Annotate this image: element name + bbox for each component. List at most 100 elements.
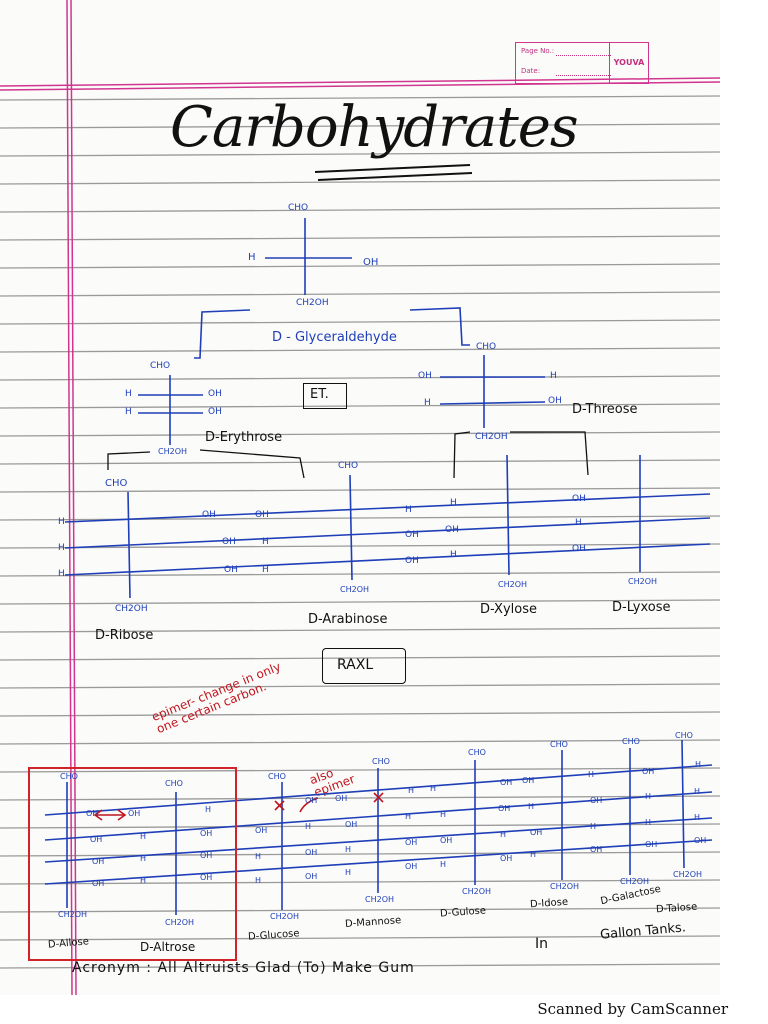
gulose-row3-right: H xyxy=(500,830,507,839)
erythrose-row1-left: H xyxy=(125,389,132,399)
date-label: Date: xyxy=(521,67,541,75)
glyceraldehyde-structure xyxy=(194,218,470,359)
altrose-row3-left: H xyxy=(140,854,147,863)
idose-row2-left: H xyxy=(528,802,535,811)
erythrose-structure xyxy=(107,375,305,479)
mannose-row4-left: H xyxy=(345,868,352,877)
erythrose-top: CHO xyxy=(150,361,171,371)
talose-top: CHO xyxy=(675,731,693,740)
altrose-row2-right: OH xyxy=(200,829,213,838)
mannose-row1-right: H xyxy=(408,786,415,795)
hexose-structures xyxy=(44,739,713,915)
glyceraldehyde-bottom: CH2OH xyxy=(296,298,329,308)
threose-bottom: CH2OH xyxy=(475,432,508,442)
ribose-row2-right: OH xyxy=(222,537,236,547)
threose-top: CHO xyxy=(476,342,497,352)
lyxose-name: D-Lyxose xyxy=(612,600,671,615)
xylose-row3-right: OH xyxy=(572,544,586,554)
altrose-top: CHO xyxy=(165,779,183,788)
altrose-row4-left: H xyxy=(140,876,147,885)
erythrose-row2-left: H xyxy=(125,407,132,417)
glucose-row2-left: OH xyxy=(255,826,268,835)
xylose-row1-right: OH xyxy=(572,494,586,504)
arabinose-row3-left: H xyxy=(262,565,269,575)
erythrose-row1-right: OH xyxy=(208,389,222,399)
ribose-row1-right: OH xyxy=(202,510,216,520)
ribose-name: D-Ribose xyxy=(95,628,154,643)
idose-row1-left: OH xyxy=(522,776,535,785)
idose-row3-left: OH xyxy=(530,828,543,837)
talose-row4-right: OH xyxy=(694,836,707,845)
mannose-row2-right: H xyxy=(405,812,412,821)
xylose-name: D-Xylose xyxy=(480,602,537,617)
threose-row1-right: H xyxy=(550,371,557,381)
glucose-row4-left: H xyxy=(255,876,262,885)
allose-top: CHO xyxy=(60,772,78,781)
altrose-row4-right: OH xyxy=(200,873,213,882)
idose-row2-right: OH xyxy=(590,796,603,805)
glyceraldehyde-right: OH xyxy=(363,257,379,268)
raxl-box: RAXL xyxy=(322,648,406,684)
altrose-row1-left: OH xyxy=(128,809,141,818)
talose-row2-right: H xyxy=(694,787,701,796)
page-title: Carbohydrates xyxy=(170,95,579,160)
threose-row1-left: OH xyxy=(418,371,432,381)
allose-row1-left: OH xyxy=(86,809,99,818)
allose-row4-right: OH xyxy=(92,879,105,888)
xylose-bottom: CH2OH xyxy=(498,580,528,589)
gulose-row1-left: H xyxy=(430,784,437,793)
threose-name: D-Threose xyxy=(572,402,638,417)
arabinose-row2-left: H xyxy=(262,537,269,547)
gulose-row3-left: OH xyxy=(440,836,453,845)
gulose-row2-left: H xyxy=(440,810,447,819)
xylose-row3-left: H xyxy=(450,550,457,560)
altrose-bottom: CH2OH xyxy=(165,918,195,927)
ribose-row1-left: H xyxy=(58,517,65,527)
arabinose-row1-right: H xyxy=(405,505,412,515)
mannose-row2-left: OH xyxy=(345,820,358,829)
mannose-row1-left: OH xyxy=(335,794,348,803)
mnemonic-in-word: In xyxy=(535,936,549,952)
gulose-row2-right: OH xyxy=(498,804,511,813)
gulose-top: CHO xyxy=(468,748,486,757)
et-mnemonic: ET. xyxy=(310,387,329,402)
lyxose-bottom: CH2OH xyxy=(628,577,658,586)
glucose-row4-right: OH xyxy=(305,872,318,881)
galactose-row2-right: H xyxy=(645,792,652,801)
arabinose-row2-right: OH xyxy=(405,530,419,540)
gulose-row4-left: H xyxy=(440,860,447,869)
raxl-mnemonic: RAXL xyxy=(337,657,374,673)
ribose-row3-left: H xyxy=(58,569,65,579)
mannose-bottom: CH2OH xyxy=(365,895,395,904)
altrose-name: D-Altrose xyxy=(140,940,196,954)
arabinose-name: D-Arabinose xyxy=(308,612,388,627)
xylose-row1-left: H xyxy=(450,498,457,508)
galactose-top: CHO xyxy=(622,737,640,746)
notebook-page: Page No.: Date: YOUVA Carbohydrates CHO … xyxy=(0,0,720,995)
galactose-row4-right: OH xyxy=(645,840,658,849)
mannose-row3-right: OH xyxy=(405,838,418,847)
brand-logo: YOUVA xyxy=(609,43,648,83)
pentose-structures xyxy=(64,454,711,599)
talose-row1-right: H xyxy=(695,760,702,769)
glyceraldehyde-name: D - Glyceraldehyde xyxy=(272,330,397,345)
galactose-row3-right: H xyxy=(645,818,652,827)
mannose-row4-right: OH xyxy=(405,862,418,871)
idose-row1-right: H xyxy=(588,770,595,779)
altrose-row3-right: OH xyxy=(200,851,213,860)
ruled-lines xyxy=(0,0,720,995)
idose-row4-left: H xyxy=(530,850,537,859)
xylose-row2-left: OH xyxy=(445,525,459,535)
et-box: ET. xyxy=(303,383,347,409)
idose-bottom: CH2OH xyxy=(550,882,580,891)
altrose-row1-right: H xyxy=(205,805,212,814)
talose-row3-right: H xyxy=(694,813,701,822)
glucose-top: CHO xyxy=(268,772,286,781)
arabinose-row3-right: OH xyxy=(405,556,419,566)
arabinose-top: CHO xyxy=(338,461,359,471)
allose-bottom: CH2OH xyxy=(58,910,88,919)
altrose-row2-left: H xyxy=(140,832,147,841)
xylose-row2-right: H xyxy=(575,518,582,528)
erythrose-row2-right: OH xyxy=(208,407,222,417)
ribose-row3-right: OH xyxy=(224,565,238,575)
